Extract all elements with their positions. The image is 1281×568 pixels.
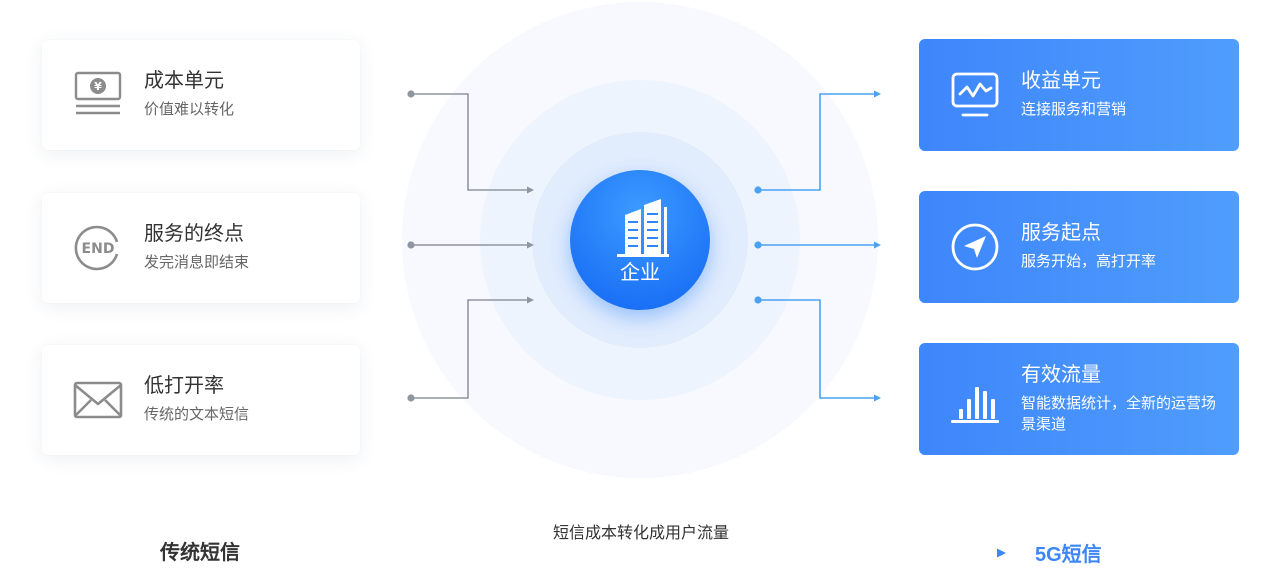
- monitor-chart-icon: [951, 72, 999, 117]
- card-desc: 传统的文本短信: [144, 406, 250, 423]
- card-title: 收益单元: [1021, 70, 1101, 92]
- envelope-icon: [73, 381, 123, 419]
- connector-left-3: [411, 299, 528, 399]
- card-desc: 价值难以转化: [144, 101, 235, 118]
- card-service-start: 服务起点 服务开始，高打开率: [919, 191, 1239, 303]
- svg-text:END: END: [82, 241, 115, 257]
- card-title: 服务的终点: [144, 223, 244, 245]
- card-desc: 发完消息即结束: [144, 254, 250, 271]
- connector-left-1: [411, 93, 528, 191]
- bottom-caption: 短信成本转化成用户流量: [552, 525, 729, 542]
- right-connectors: [758, 93, 874, 399]
- card-low-open-rate: 低打开率 传统的文本短信: [42, 345, 360, 455]
- end-icon: END: [74, 225, 119, 271]
- card-revenue-unit: 收益单元 连接服务和营销: [919, 39, 1239, 151]
- card-desc: 智能数据统计，全新的运营场景渠道: [1021, 395, 1217, 433]
- card-desc: 连接服务和营销: [1021, 101, 1127, 118]
- card-cost-unit: ¥ 成本单元 价值难以转化: [42, 40, 360, 150]
- svg-text:¥: ¥: [94, 80, 102, 93]
- navigation-icon: [951, 223, 999, 271]
- right-connector-marks: [754, 90, 881, 402]
- money-icon: ¥: [74, 71, 122, 115]
- connector-right-1: [758, 93, 874, 191]
- bottom-arrow: [262, 548, 1006, 558]
- card-service-end: END 服务的终点 发完消息即结束: [42, 193, 360, 303]
- bar-chart-icon: [951, 387, 999, 423]
- card-title: 服务起点: [1021, 222, 1101, 244]
- card-title: 成本单元: [144, 70, 224, 92]
- bottom-right-label: 5G短信: [1035, 544, 1102, 566]
- card-title: 有效流量: [1021, 364, 1101, 386]
- center-label: 企业: [620, 262, 660, 284]
- card-desc: 服务开始，高打开率: [1021, 253, 1157, 270]
- card-title: 低打开率: [144, 375, 224, 397]
- bottom-left-label: 传统短信: [160, 542, 240, 564]
- connector-right-3: [758, 299, 874, 399]
- left-connectors: [411, 93, 528, 399]
- building-icon: [617, 199, 669, 257]
- card-effective-traffic: 有效流量 智能数据统计，全新的运营场景渠道: [919, 343, 1239, 455]
- left-connector-marks: [407, 90, 534, 402]
